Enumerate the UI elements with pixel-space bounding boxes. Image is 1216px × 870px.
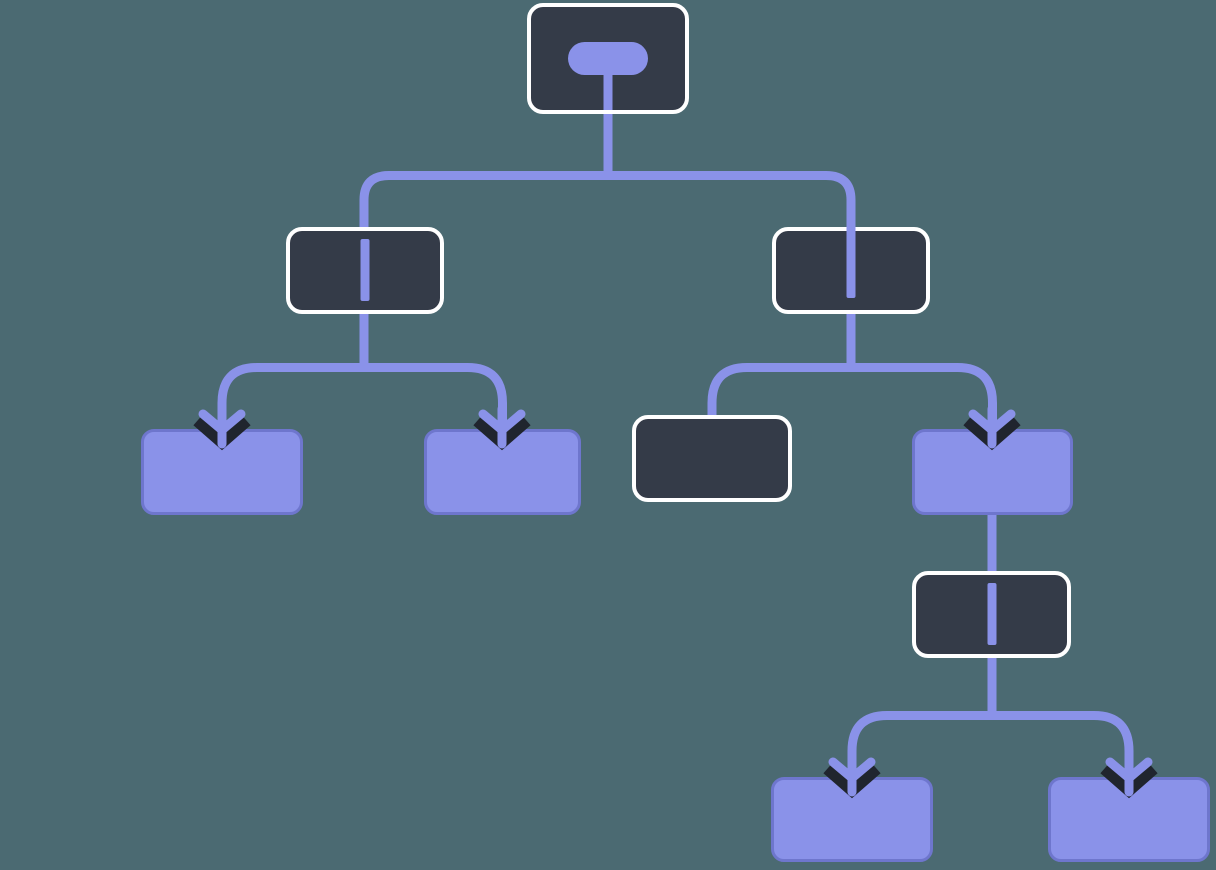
edge-rail-level1 (359, 171, 856, 229)
chevron-down-arrow-icon (963, 404, 1021, 451)
edge-rail-level3 (847, 711, 1134, 780)
node-pass-through-lower[interactable] (912, 571, 1071, 658)
vertical-bar-placeholder-icon (360, 239, 370, 301)
chevron-down-arrow-icon (193, 404, 251, 451)
pill-stem-icon (603, 67, 613, 110)
vertical-bar-placeholder-icon (846, 214, 856, 298)
edge-rail-level2-right (707, 363, 997, 432)
chevron-down-arrow-icon (823, 752, 881, 799)
node-branch-left[interactable] (286, 227, 444, 314)
node-root[interactable] (527, 3, 689, 114)
chevron-down-arrow-icon (473, 404, 531, 451)
node-leaf-mid-dark[interactable] (632, 415, 792, 502)
edge-rail-level2-left (217, 363, 507, 432)
chevron-down-arrow-icon (1100, 752, 1158, 799)
vertical-bar-placeholder-icon (987, 583, 996, 645)
node-branch-right[interactable] (772, 214, 930, 314)
